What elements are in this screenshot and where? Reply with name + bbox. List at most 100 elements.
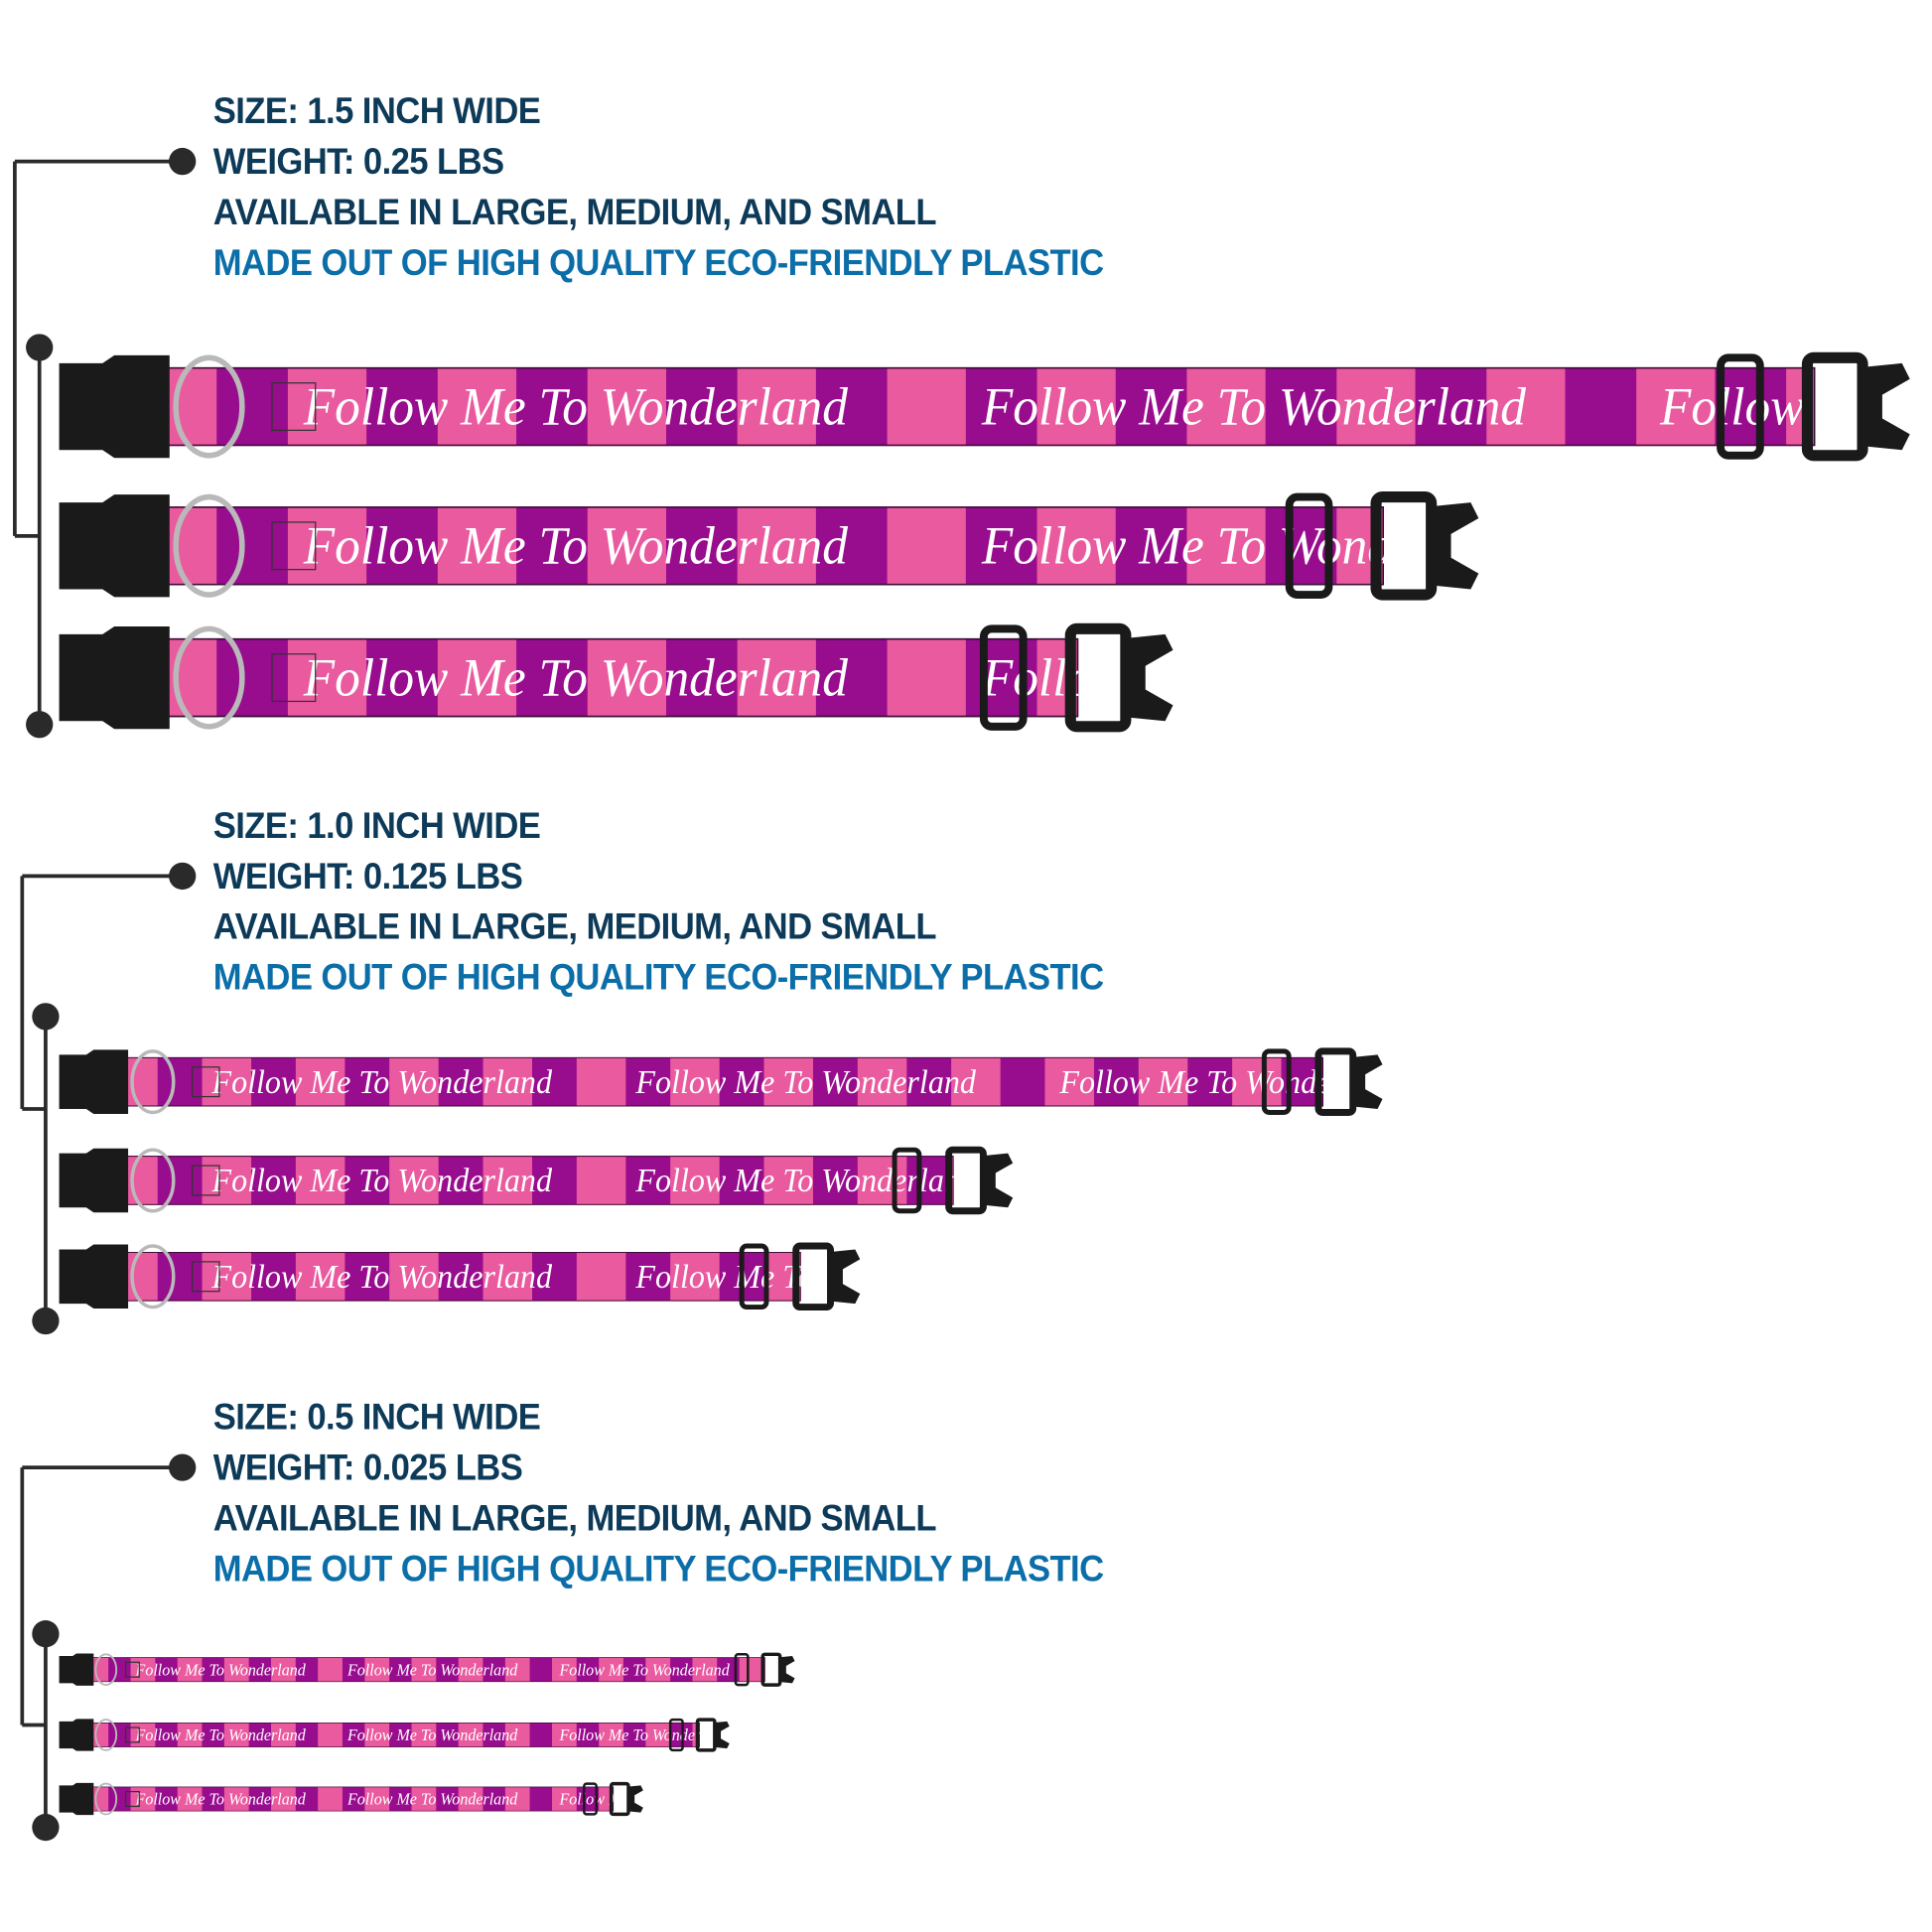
collar-print-text: Follow Me To Wonderland: [135, 1790, 307, 1809]
bracket-dot: [169, 1453, 197, 1481]
strap-stripe: [295, 1056, 345, 1107]
strap-stripe: [599, 1723, 623, 1747]
stitch-box-icon: [271, 382, 317, 432]
strap-stripe: [1336, 366, 1416, 447]
strap-stripe: [737, 506, 816, 586]
strap-stripe: [504, 1786, 530, 1812]
buckle-prong-icon: [830, 1249, 861, 1305]
buckle-prong-icon: [1125, 633, 1173, 722]
strap-stripe: [645, 1723, 671, 1747]
strap-stripe: [857, 1156, 907, 1205]
strap-stripe: [202, 1056, 252, 1107]
bracket-dot: [32, 1813, 60, 1842]
buckle-frame-icon: [760, 1652, 782, 1687]
strap-stripe: [318, 1786, 343, 1812]
buckle-female-icon: [59, 1653, 94, 1686]
strap-stripe: [670, 1056, 720, 1107]
stitch-box-icon: [191, 1066, 220, 1098]
d-ring-icon: [173, 493, 245, 598]
strap-stripe: [483, 1156, 533, 1205]
bracket-dot: [32, 1307, 60, 1335]
strap-stripe: [887, 506, 966, 586]
strap-stripe: [576, 1056, 626, 1107]
strap-stripe: [483, 1056, 533, 1107]
strap-stripe: [887, 637, 966, 718]
strap: Follow Me To Wonderland Follow Me To Wond…: [83, 1723, 731, 1747]
strap-stripe: [1232, 1056, 1282, 1107]
strap-stripe: [411, 1723, 437, 1747]
strap-stripe: [177, 1723, 203, 1747]
strap-stripe: [177, 1786, 203, 1812]
spec-block-0-5-inch: SIZE: 0.5 INCH WIDE WEIGHT: 0.025 LBS AV…: [213, 1392, 1104, 1594]
size-label: SIZE: 1.5 INCH WIDE: [212, 90, 541, 132]
strap-stripe: [1138, 1056, 1188, 1107]
slider-icon: [979, 624, 1028, 731]
strap-stripe: [364, 1723, 390, 1747]
availability-label: AVAILABLE IN LARGE, MEDIUM, AND SMALL: [212, 906, 937, 948]
strap-stripe: [287, 366, 367, 447]
strap-stripe: [483, 1251, 533, 1302]
collar-print-text: Follow Me To Wonderland: [346, 1725, 518, 1744]
slider-icon: [739, 1243, 769, 1311]
d-ring-icon: [130, 1148, 176, 1213]
slider-icon: [583, 1782, 598, 1816]
spec-block-1-5-inch: SIZE: 1.5 INCH WIDE WEIGHT: 0.25 LBS AVA…: [213, 86, 1104, 289]
stitch-box-icon: [124, 1790, 140, 1808]
strap-stripe: [411, 1657, 437, 1683]
collar-print-text: Follow Me To Wonderland: [559, 1660, 731, 1679]
d-ring-icon: [94, 1653, 118, 1687]
strap-stripe: [458, 1786, 483, 1812]
strap-stripe: [295, 1251, 345, 1302]
strap-stripe: [202, 1156, 252, 1205]
stitch-box-icon: [271, 653, 317, 703]
size-bracket: [20, 862, 197, 1335]
buckle-female-icon: [59, 1049, 129, 1114]
d-ring-icon: [94, 1782, 118, 1816]
spec-block-1-0-inch: SIZE: 1.0 INCH WIDE WEIGHT: 0.125 LBS AV…: [213, 801, 1104, 1004]
strap-stripe: [552, 1657, 577, 1683]
strap-stripe: [504, 1723, 530, 1747]
strap-stripe: [587, 637, 666, 718]
strap-stripe: [437, 366, 517, 447]
d-ring-icon: [173, 354, 245, 459]
stitch-box-icon: [124, 1661, 140, 1678]
strap-stripe: [318, 1723, 343, 1747]
collar-print-text: Follow Me To Wonderland: [981, 376, 1527, 436]
strap-stripe: [1044, 1056, 1094, 1107]
collar-small: Follow Me To Wonderland Follow Me To Wond…: [59, 1242, 976, 1311]
strap-stripe: [130, 1723, 156, 1747]
collar-print-text: Follow Me To Wonderland: [211, 1163, 553, 1199]
collar-print-text: Follow Me To Wonderland: [559, 1725, 731, 1744]
collar-print-text: Follow Me To Wonderland: [346, 1790, 518, 1809]
collar-print-text: Follow Me To Wonderland: [981, 516, 1527, 576]
size-bracket: [13, 147, 197, 739]
collar-print-text: Follow Me To Wonderland: [634, 1259, 976, 1296]
strap-stripe: [552, 1786, 577, 1812]
collar-print-text: Follow Me To Wonderland: [135, 1725, 307, 1744]
strap-stripe: [552, 1723, 577, 1747]
buckle-female-icon: [59, 1719, 94, 1751]
collar-print-text: Follow Me To Wonderland: [211, 1259, 553, 1296]
slider-icon: [892, 1147, 922, 1214]
buckle-female-icon: [59, 1244, 129, 1310]
strap-stripe: [951, 1156, 954, 1205]
size-label: SIZE: 0.5 INCH WIDE: [212, 1397, 541, 1439]
buckle-female-icon: [59, 1148, 129, 1213]
buckle-frame-icon: [695, 1718, 717, 1752]
strap-stripe: [364, 1657, 390, 1683]
strap-stripe: [389, 1156, 439, 1205]
strap-stripe: [599, 1657, 623, 1683]
strap-stripe: [287, 637, 367, 718]
collar-print-text: Follow Me To Wonderland: [303, 647, 849, 707]
buckle-prong-icon: [1863, 362, 1910, 451]
collar-print-text: Follow Me To Wonderland: [1058, 1064, 1400, 1101]
buckle-prong-icon: [1431, 502, 1479, 590]
strap-stripe: [1486, 366, 1566, 447]
